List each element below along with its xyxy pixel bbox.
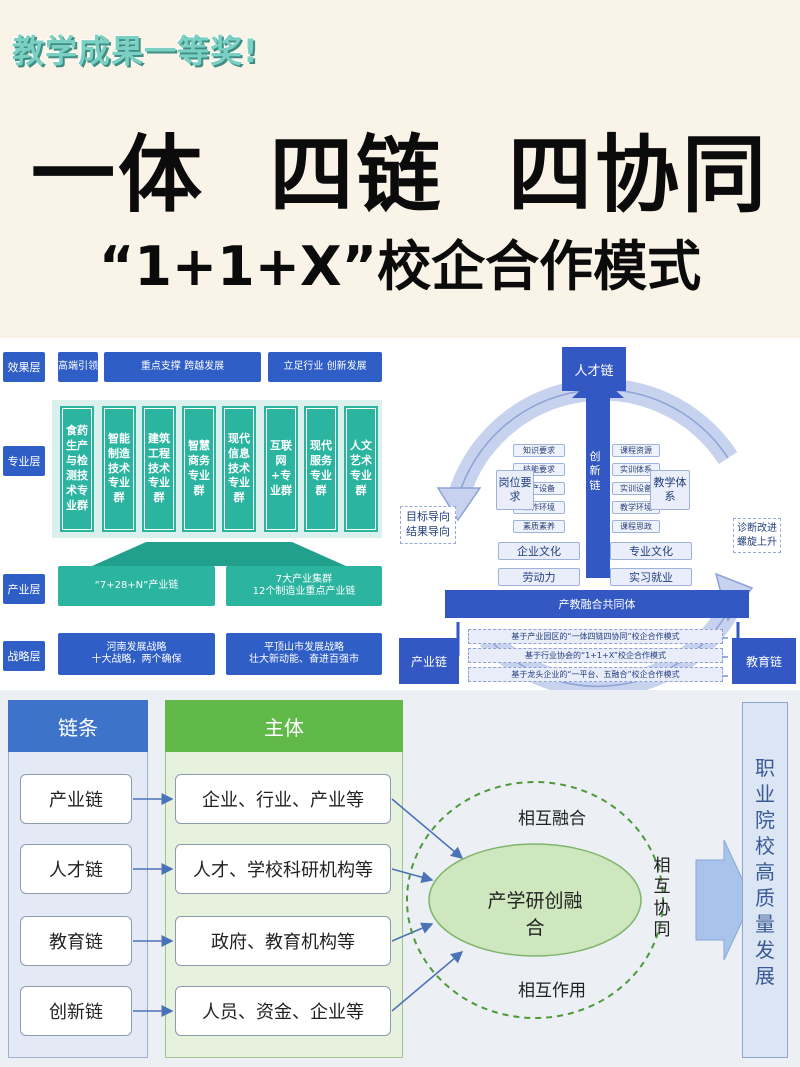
group-smart-commerce: 智慧商务专业群: [182, 406, 216, 532]
layer-label-strategy: 战略层: [3, 641, 45, 671]
labor-force-box: 劳动力: [498, 568, 580, 586]
subject-talent-school: 人才、学校科研机构等: [175, 844, 391, 894]
effect-box-high-end: 高端引领: [58, 352, 98, 382]
community-bar: 产教融合共同体: [445, 590, 749, 618]
teach-training-equipment: 实训设备: [612, 482, 660, 495]
chain-header: 链条: [8, 700, 148, 752]
subtitle: “1+1+X”校企合作模式: [98, 235, 702, 298]
goal-oriented-text: 目标导向 结果导向: [400, 506, 456, 544]
major-culture-box: 专业文化: [610, 542, 692, 560]
education-chain-box: 教育链: [732, 638, 796, 684]
layer-label-industry: 产业层: [3, 574, 45, 604]
chain-education: 教育链: [20, 916, 132, 966]
talent-chain-box: 人才链: [562, 347, 626, 391]
effect-box-innovation: 立足行业 创新发展: [268, 352, 382, 382]
layer-label-effect: 效果层: [3, 352, 45, 382]
mode-strip-park: 基于产业园区的“一体四链四协同”校企合作模式: [468, 629, 723, 644]
fusion-arrows: [133, 781, 753, 1019]
goal-box: [742, 702, 788, 1058]
group-internet-plus: 互联网+专业群: [264, 406, 298, 532]
chain-innovation: 创新链: [20, 986, 132, 1036]
teach-training-system: 实训体系: [612, 463, 660, 476]
chain-talent: 人才链: [20, 844, 132, 894]
chain-industry: 产业链: [20, 774, 132, 824]
industry-box-chain: “7+28+N”产业链: [58, 566, 215, 606]
subject-enterprise: 企业、行业、产业等: [175, 774, 391, 824]
subject-header: 主体: [165, 700, 403, 752]
req-quality: 素质素养: [513, 520, 565, 533]
diagnosis-improve-text: 诊断改进 螺旋上升: [733, 518, 781, 553]
mutual-fusion-label: 相互融合: [518, 809, 586, 829]
main-title: 一体 四链 四协同: [31, 126, 769, 224]
subject-people-capital: 人员、资金、企业等: [175, 986, 391, 1036]
group-food-drug: 食药生产与检测技术专业群: [60, 406, 94, 532]
teach-environment: 教学环境: [612, 501, 660, 514]
innovation-chain-label: 创新链: [589, 450, 601, 492]
group-intelligent-manufacturing: 智能制造技术专业群: [102, 406, 136, 532]
mode-strip-enterprise: 基于龙头企业的“一平台、五融合”校企合作模式: [468, 667, 723, 682]
req-knowledge: 知识要求: [513, 444, 565, 457]
teach-ideology: 课程思政: [612, 520, 660, 533]
layer-label-major: 专业层: [3, 446, 45, 476]
group-humanities-art: 人文艺术专业群: [344, 406, 378, 532]
internship-employment-box: 实习就业: [610, 568, 692, 586]
goal-label: 职业院校高质量发展: [755, 756, 775, 988]
teaching-system-box: 教学体系: [650, 470, 690, 510]
industry-chain-box: 产业链: [399, 638, 459, 684]
group-construction: 建筑工程技术专业群: [142, 406, 176, 532]
group-modern-it: 现代信息技术专业群: [222, 406, 256, 532]
enterprise-culture-box: 企业文化: [498, 542, 580, 560]
strategy-box-henan: 河南发展战略 十大战略，两个确保: [58, 633, 215, 675]
industry-box-clusters: 7大产业集群 12个制造业重点产业链: [226, 566, 382, 606]
post-requirements-box: 岗位要求: [496, 470, 534, 510]
mutual-synergy-label: 相互协同: [653, 856, 671, 940]
teach-course-resources: 课程资源: [612, 444, 660, 457]
strategy-box-pingdingshan: 平顶山市发展战略 壮大新动能、奋进百强市: [226, 633, 382, 675]
group-modern-service: 现代服务专业群: [304, 406, 338, 532]
award-label: 教学成果一等奖!: [12, 32, 259, 70]
effect-box-support: 重点支撑 跨越发展: [104, 352, 261, 382]
header: 教学成果一等奖! 一体 四链 四协同 “1+1+X”校企合作模式: [0, 0, 800, 335]
mode-strip-association: 基于行业协会的“1+1+X”校企合作模式: [468, 648, 723, 663]
mutual-effect-label: 相互作用: [518, 981, 586, 1001]
center-fusion-label: 产学研创融合: [487, 890, 583, 939]
up-arrow-shape: [92, 542, 346, 566]
subject-government: 政府、教育机构等: [175, 916, 391, 966]
